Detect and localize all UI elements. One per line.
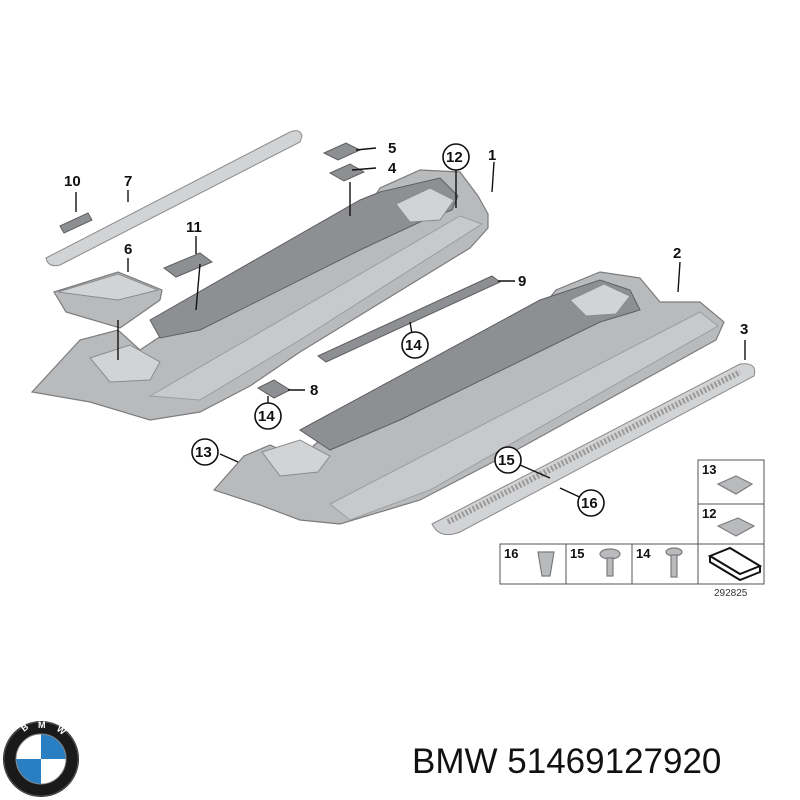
part-5-plate	[322, 142, 362, 161]
legend-16-clip-icon	[537, 551, 555, 577]
callout-5: 5	[388, 140, 396, 157]
part-9-perforated-strip	[317, 275, 501, 363]
part-2-parcel-shelf	[212, 271, 725, 525]
callout-14b: 14	[258, 408, 275, 425]
legend-13: 13	[702, 462, 716, 477]
callout-12: 12	[446, 149, 463, 166]
callout-14a: 14	[405, 337, 422, 354]
legend-13-nut-icon	[716, 475, 754, 495]
callout-3: 3	[740, 321, 748, 338]
part-number: 51469127920	[507, 742, 722, 781]
callout-7: 7	[124, 173, 132, 190]
part-7-trim-strip	[45, 130, 303, 267]
svg-text:B: B	[19, 721, 31, 733]
legend-12: 12	[702, 506, 716, 521]
part-6-cover	[53, 271, 163, 329]
bmw-logo: B M W	[3, 720, 79, 797]
svg-text:M: M	[38, 720, 46, 730]
hardware-legend: 13 12 16 15 14 292825	[499, 459, 765, 599]
part-4-plate	[328, 163, 366, 182]
callout-15: 15	[498, 452, 515, 469]
part-3-trim-strip	[431, 363, 756, 536]
legend-14: 14	[636, 546, 651, 561]
callout-2: 2	[673, 245, 681, 262]
callout-4: 4	[388, 160, 397, 177]
legend-12-clip-icon	[716, 517, 756, 537]
diagram-ref-code: 292825	[714, 588, 748, 599]
callout-8: 8	[310, 382, 318, 399]
legend-15: 15	[570, 546, 584, 561]
part-10-clip	[59, 212, 93, 234]
callouts: 1 2 3 4 5 6 7 8 9 10 11 12 13 14 14 15 1…	[64, 140, 748, 517]
part-label: BMW 51469127920	[412, 738, 792, 786]
callout-6: 6	[124, 241, 132, 258]
callout-9: 9	[518, 273, 526, 290]
callout-1: 1	[488, 147, 496, 164]
brand-name: BMW	[412, 742, 498, 781]
part-11-bracket	[163, 252, 213, 278]
callout-11: 11	[186, 219, 202, 236]
callout-10: 10	[64, 173, 81, 190]
part-8-plate	[256, 379, 292, 399]
part-1-parcel-shelf	[30, 169, 489, 421]
callout-13: 13	[195, 444, 212, 461]
callout-16: 16	[581, 495, 598, 512]
legend-16: 16	[504, 546, 518, 561]
